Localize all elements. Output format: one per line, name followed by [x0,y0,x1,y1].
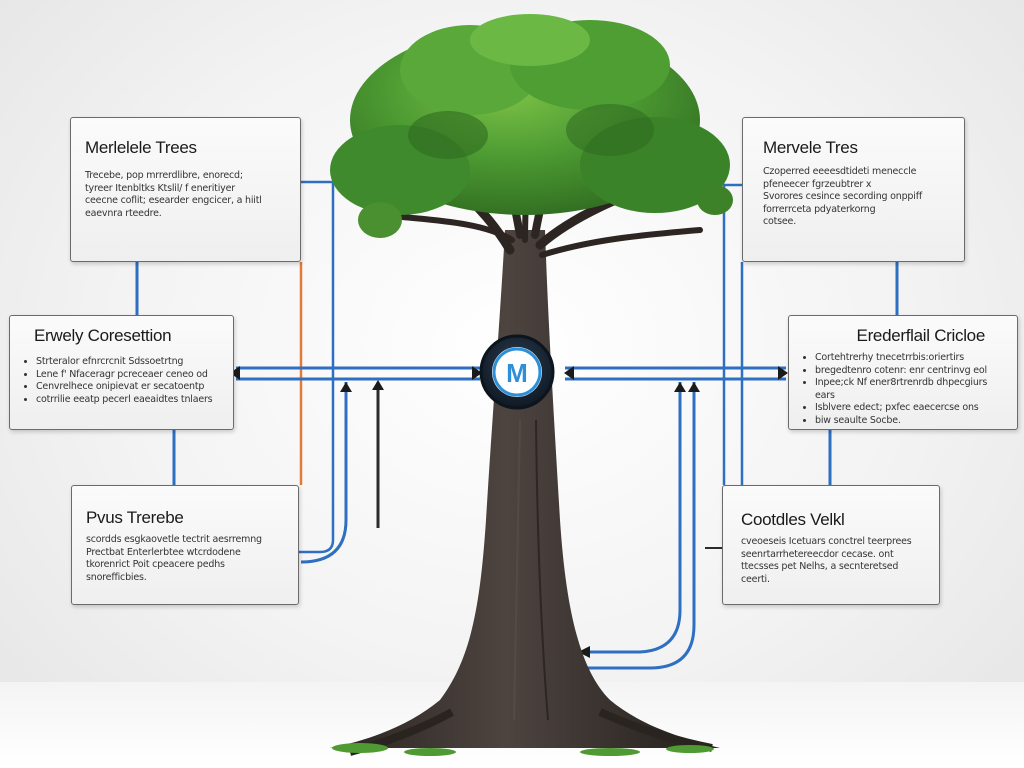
card-bullet: Inpee;ck Nf ener8rtrenrdb dhpecgiurs ear… [815,377,1005,402]
card-erwely-coresettion: Erwely Coresettion Strteralor efnrcrcnit… [9,315,234,430]
hub-logo: M [479,334,555,410]
card-line: Prectbat Enterlerbtee wtcrdodene [86,546,241,558]
hub-label: M [506,358,528,388]
card-bullet: cotrrilie eeatp pecerl eaeaidtes tnlaers [36,394,221,407]
card-bullets: Strteralor efnrcrcnit Sdssoetrtng Lene f… [22,356,221,406]
card-bullet: Cortehtrerhy tnecetrrbis:oriertirs [815,352,1005,365]
card-line: eaevnra rteedre. [85,207,162,219]
grass-tufts [332,743,714,756]
card-line: ttecsses pet Nelhs, a secnteretsed [741,561,899,572]
card-merlelele-trees: Merlelele Trees Trecebe, pop mrrerdlibre… [70,117,301,262]
card-line: Svorores cesince secording onppiff [763,191,922,202]
card-line: Czoperred eeeesdtideti meneccle [763,166,917,177]
card-bullet: bregedtenro cotenr: enr centrinvg eol [815,365,1005,378]
card-title: Erederflail Cricloe [856,326,986,345]
arrowheads-right [564,366,788,658]
card-title: Erwely Coresettion [34,326,172,345]
card-line: scordds esgkaovetle tectrit aesrremng [86,534,262,545]
card-pvus-trerebe: Pvus Trerebe scordds esgkaovetle tectrit… [71,485,299,605]
card-line: ceecne coflit; esearder engcicer, a hiit… [85,195,262,206]
card-line: cotsee. [763,216,797,227]
card-title: Cootdles Velkl [741,510,845,529]
card-title: Mervele Tres [763,138,858,157]
card-body: cveoeseis Icetuars conctrel teerprees se… [741,536,921,586]
tree-canopy [330,14,733,238]
card-line: cveoeseis Icetuars conctrel teerprees [741,536,912,547]
arrowheads-left [230,366,482,392]
card-cootdles-velkl: Cootdles Velkl cveoeseis Icetuars conctr… [722,485,940,605]
card-body: Czoperred eeeesdtideti meneccle pfeneece… [763,166,950,229]
connector-lines-right [565,183,899,670]
card-bullets: Cortehtrerhy tnecetrrbis:oriertirs brege… [801,352,1005,427]
card-body: scordds esgkaovetle tectrit aesrremng Pr… [86,534,284,584]
card-line: ceerti. [741,573,770,585]
card-title: Merlelele Trees [85,138,197,157]
card-title: Pvus Trerebe [86,508,184,527]
card-bullet: biw seaulte Socbe. [815,415,1005,428]
card-line: Trecebe, pop mrrerdlibre, enorecd; [85,170,243,181]
card-bullet: Lene f' Nfaceragr pcreceaer ceneo od [36,369,221,382]
card-body: Trecebe, pop mrrerdlibre, enorecd; tyree… [85,170,286,220]
card-bullet: Isblvere edect; pxfec eaecercse ons [815,402,1005,415]
card-line: tkorenrict Poit cpeacere pedhs [86,559,225,570]
card-line: tyreer Itenbltks Ktslil/ f eneritiyer [85,182,235,194]
card-line: pfeneecer fgrzeubtrer x [763,178,872,190]
card-bullet: Cenvrelhece onipievat er secatoentp [36,381,221,394]
card-line: forrerrceta pdyaterkorng [763,203,876,215]
card-bullet: Strteralor efnrcrcnit Sdssoetrtng [36,356,221,369]
card-mervele-tres: Mervele Tres Czoperred eeeesdtideti mene… [742,117,965,262]
card-line: snorefficbies. [86,571,147,583]
connector-lines-left [135,180,480,564]
card-line: seenrtarrhetereecdor cecase. ont [741,548,894,560]
tree-trunk [330,230,720,756]
card-erederflail-cricloe: Erederflail Cricloe Cortehtrerhy tnecetr… [788,315,1018,430]
